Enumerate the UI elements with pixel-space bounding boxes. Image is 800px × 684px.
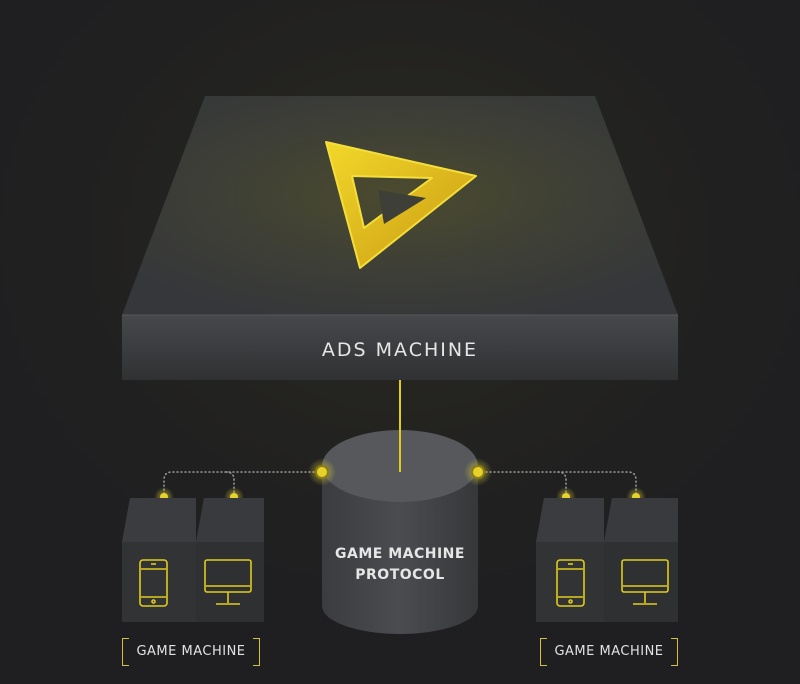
phone-icon bbox=[556, 559, 585, 607]
game-machine-left-monitor bbox=[196, 498, 264, 622]
protocol-label: GAME MACHINE PROTOCOL bbox=[322, 544, 478, 586]
phone-icon bbox=[139, 559, 168, 607]
game-machine-right-monitor bbox=[604, 498, 678, 622]
protocol-cylinder bbox=[322, 430, 478, 634]
protocol-label-line-2: PROTOCOL bbox=[355, 567, 445, 583]
ads-machine-front bbox=[122, 315, 678, 380]
ads-machine bbox=[122, 96, 678, 380]
dotted-connectors bbox=[163, 471, 637, 495]
ads-machine-label: ADS MACHINE bbox=[321, 339, 479, 361]
monitor-icon bbox=[204, 559, 252, 605]
game-machine-left-phone bbox=[122, 498, 196, 622]
game-machine-group-left-label: GAME MACHINE bbox=[122, 638, 260, 666]
game-machine-group-right-label: GAME MACHINE bbox=[540, 638, 678, 666]
monitor-icon bbox=[621, 559, 669, 605]
protocol-label-line-1: GAME MACHINE bbox=[335, 546, 465, 562]
game-machine-right-phone bbox=[536, 498, 604, 622]
logo-icon bbox=[325, 141, 477, 269]
